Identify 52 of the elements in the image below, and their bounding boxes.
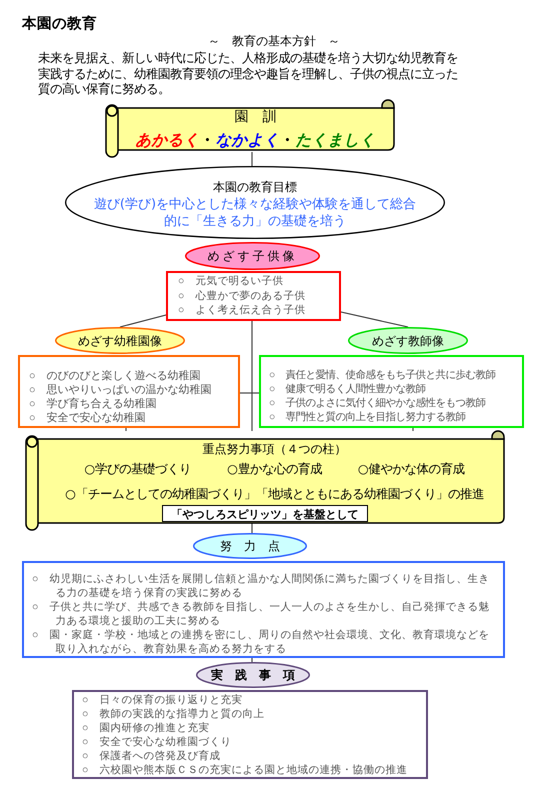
- list-item: ○ 心豊かで夢のある子供: [178, 290, 306, 304]
- list-item: ○ 安全で安心な幼稚園づくり: [82, 736, 232, 750]
- list-item: ○ 健康で明るく人間性豊かな教師: [269, 383, 426, 397]
- list-item: ○ 責任と愛情、使命感をもち子供と共に歩む教師: [269, 369, 496, 383]
- list-item: ○ 元気で明るい子供: [178, 275, 284, 289]
- heading-text: めざす幼稚園像: [77, 333, 163, 350]
- heading-text: 努 力 点: [219, 538, 281, 555]
- list-item: ○ 園内研修の推進と充実: [82, 722, 210, 736]
- banner-text: ○「チームとしての幼稚園づくり」「地域とともにある幼稚園づくり」の推進: [65, 486, 484, 503]
- heading-text: 遊び(学び)を中心とした様々な経験や体験を通して総合的に「生きる力」の基礎を培う: [92, 196, 418, 230]
- list-item: ○ 教師の実践的な指導力と質の向上: [82, 708, 266, 722]
- list-item: ○ 学び育ち合える幼稚園: [29, 397, 158, 411]
- connector-line: [412, 428, 414, 432]
- banner-text: ○豊かな心の育成: [227, 461, 322, 478]
- heading-text: めざす教師像: [371, 333, 445, 350]
- heading-text: 実 践 事 項: [210, 667, 296, 684]
- banner-text: 重点努力事項（４つの柱）: [202, 441, 346, 458]
- heading-ellipse: [196, 662, 310, 688]
- list-item: ○ 保護者への啓発及び育成: [82, 750, 222, 764]
- list-item: ○ 思いやりいっぱいの温かな幼稚園: [29, 383, 213, 397]
- list-item: ○ 子供のよさに気付く細やかな感性をもつ教師: [269, 397, 486, 411]
- connector-line: [120, 314, 166, 328]
- heading-ellipse: [193, 533, 307, 559]
- goal-ellipse: [65, 166, 445, 239]
- list-box: [259, 355, 524, 428]
- heading-text: めざす子供像: [206, 248, 298, 265]
- list-item: ○ 専門性と質の向上を目指し努力する教師: [269, 411, 466, 425]
- banner-text: ○学びの基礎づくり: [84, 461, 192, 478]
- banner-text: ○健やかな体の育成: [358, 461, 465, 478]
- page-title: 本園の教育: [22, 14, 97, 33]
- inner-box: [162, 505, 368, 522]
- list-box: [22, 561, 505, 658]
- connector-line: [240, 392, 260, 394]
- list-item: ○ 六校園や熊本版ＣＳの充実による園と地域の連携・協働の推進: [82, 764, 408, 778]
- list-box: [18, 355, 240, 428]
- list-box: [166, 271, 341, 321]
- list-item: ○ 子供と共に学び、共感できる教師を目指し、一人一人のよさを生かし、自己発揮できる魅力ある環境と援助の工夫に努める: [32, 601, 490, 629]
- heading-ellipse: [185, 242, 320, 270]
- policy-paragraph: 未来を見据え、新しい時代に応じた、人格形成の基礎を培う大切な幼児教育を実践するために、幼稚園教育要領の理念や趣旨を理解し、子供の視点に立った質の高い保育に努める。: [38, 50, 459, 96]
- heading-text: 本園の教育目標: [212, 179, 298, 196]
- list-item: 「やつしろスピリッツ」を基盤として: [170, 507, 360, 522]
- list-item: ○ 幼児期にふさわしい生活を展開し信頼と温かな人間関係に満ちた園づくりを目指し、生きる力の基礎を培う保育の実践に努める: [32, 573, 490, 601]
- list-item: ○ よく考え伝え合う子供: [178, 304, 306, 318]
- connector-line: [340, 312, 408, 328]
- subheading: ～ 教育の基本方針 ～: [207, 33, 341, 50]
- list-box: [72, 690, 428, 779]
- list-item: ○ のびのびと楽しく遊べる幼稚園: [29, 369, 202, 383]
- list-item: ○ 安全で安心な幼稚園: [29, 411, 147, 425]
- heading-ellipse: [348, 327, 468, 354]
- list-item: ○ 園・家庭・学校・地域との連携を密にし、周りの自然や社会環境、文化、教育環境などを取り入れながら、教育効果を高める努力をする: [32, 629, 490, 657]
- heading-ellipse: [55, 327, 185, 354]
- list-item: ○ 日々の保育の振り返りと充実: [82, 694, 244, 708]
